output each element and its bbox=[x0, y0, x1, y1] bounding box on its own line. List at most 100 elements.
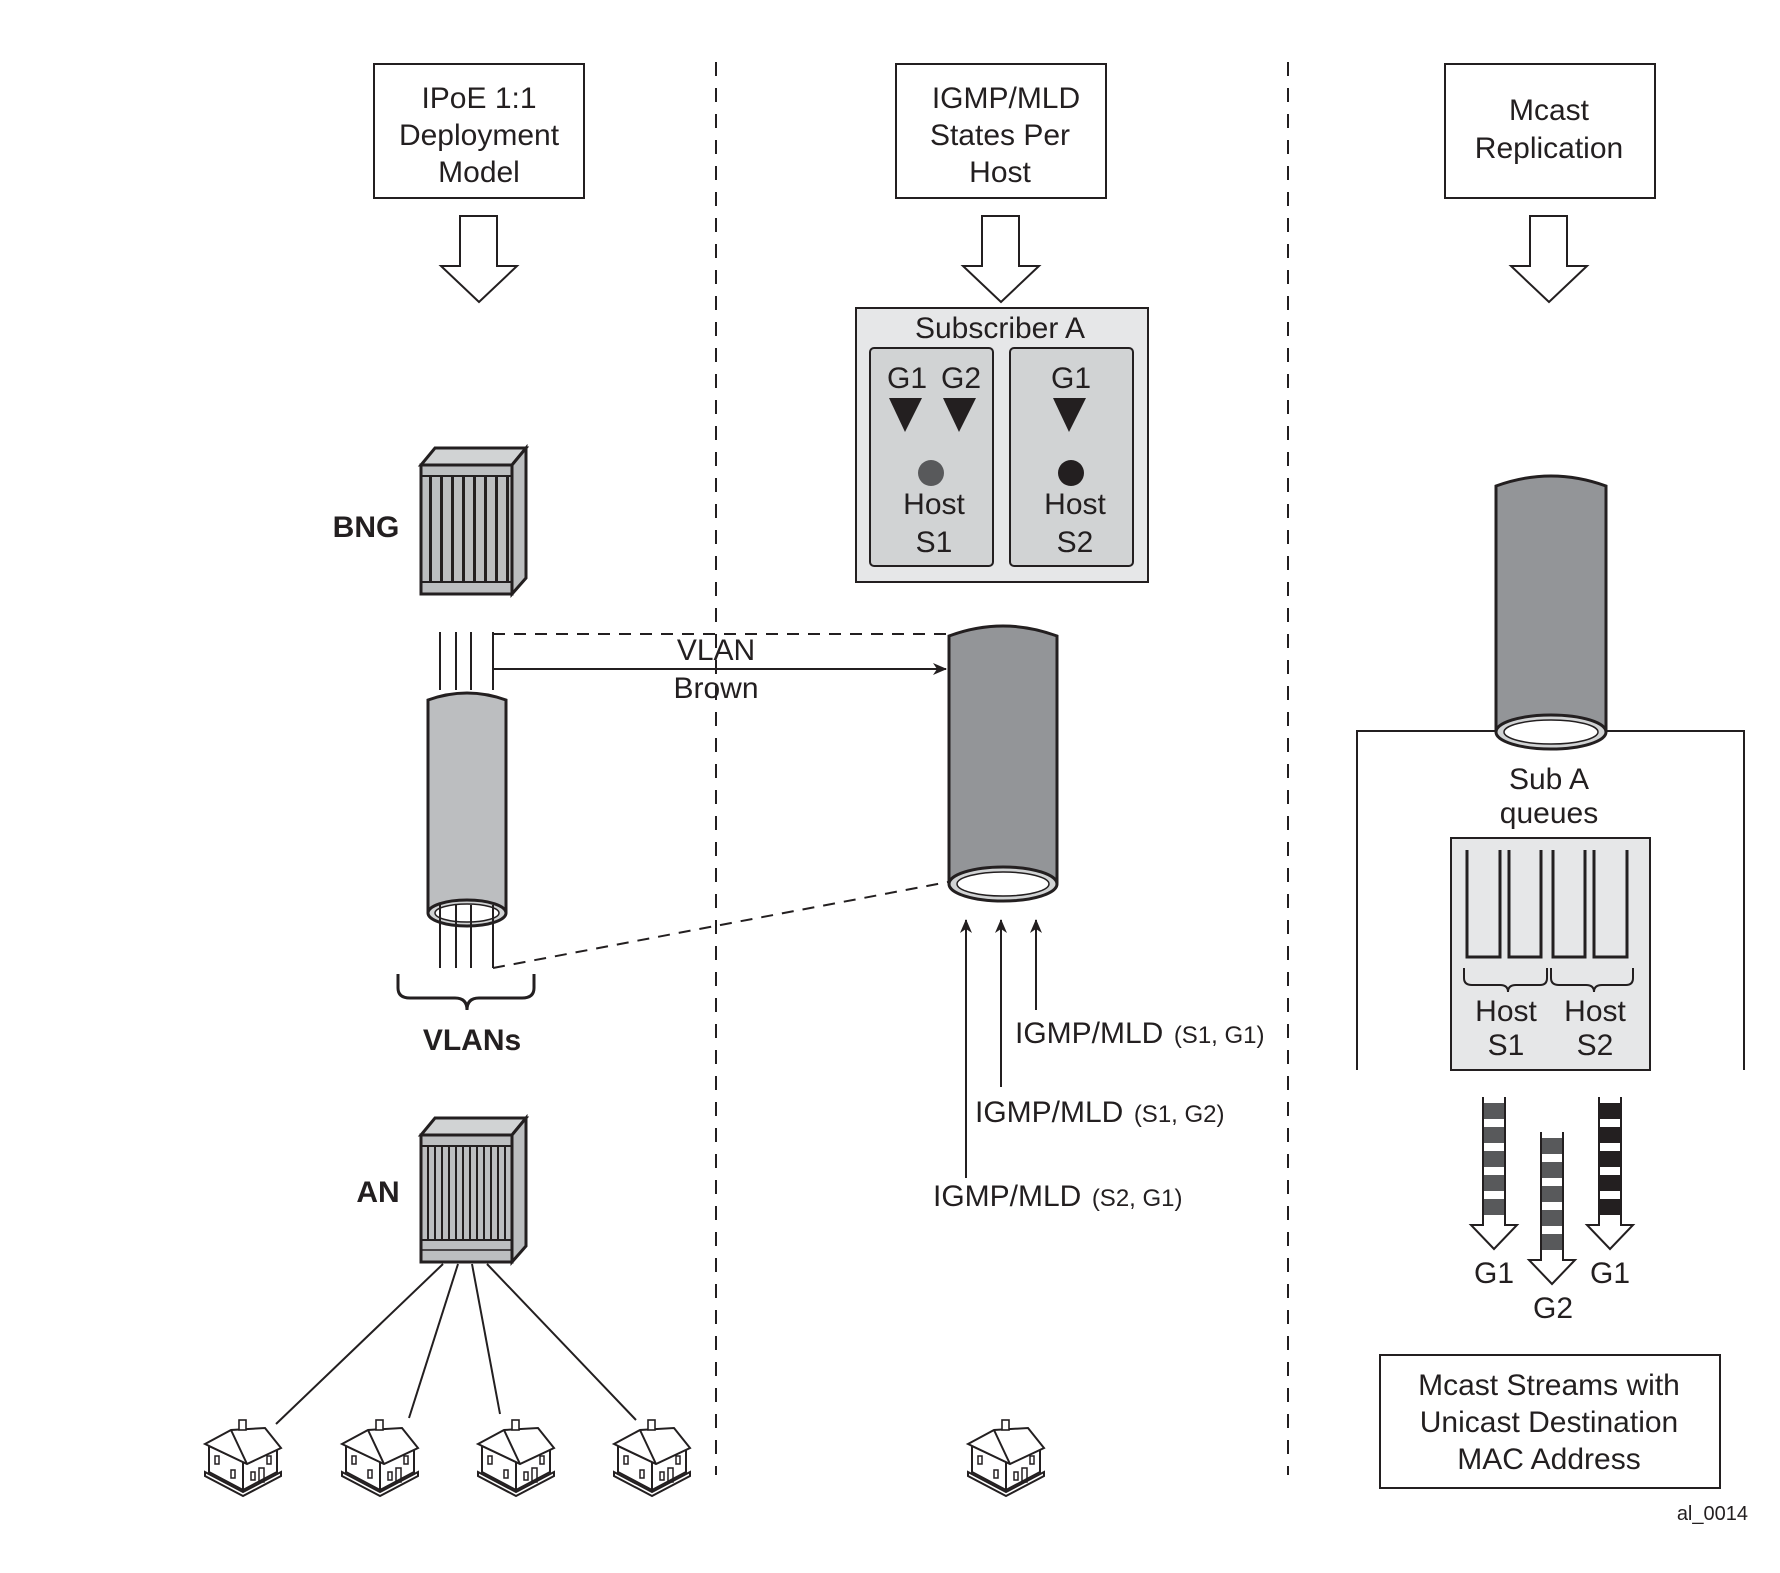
stream-arrow-icon bbox=[1584, 1097, 1636, 1251]
queues-enclosure bbox=[1356, 730, 1745, 1070]
stream-arrow-outline bbox=[1468, 1097, 1520, 1251]
mcast-streams bbox=[1468, 1097, 1636, 1286]
stream-packet bbox=[1599, 1151, 1621, 1167]
stream-arrow-icon bbox=[1468, 1097, 1520, 1251]
an-label: AN bbox=[356, 1176, 399, 1209]
bng-label: BNG bbox=[333, 511, 400, 544]
igmp-report-s2-g1: IGMP/MLD (S2, G1) bbox=[933, 1180, 1183, 1213]
host-s1-group-2: G2 bbox=[941, 362, 981, 395]
vlan-tunnel-cylinder bbox=[426, 691, 508, 928]
subscriber-tunnel-cylinder bbox=[947, 624, 1059, 903]
stream-packet bbox=[1541, 1162, 1563, 1178]
ipoe-title-line-2: Deployment bbox=[399, 119, 560, 152]
access-node-icon bbox=[417, 1113, 530, 1266]
mcast-title-line-2: Replication bbox=[1475, 132, 1623, 165]
report-args: (S1, G1) bbox=[1174, 1022, 1265, 1049]
queue-buckets bbox=[1465, 850, 1629, 959]
queue-host-s1-label-2: S1 bbox=[1488, 1029, 1525, 1062]
report-args: (S1, G2) bbox=[1134, 1101, 1225, 1128]
host-s2-label-1: Host bbox=[1044, 488, 1106, 521]
igmp-report-s1-g2: IGMP/MLD (S1, G2) bbox=[975, 1096, 1225, 1129]
stream-packet bbox=[1483, 1151, 1505, 1167]
stream-packet bbox=[1599, 1199, 1621, 1215]
host-s2-queues-brace bbox=[1550, 968, 1634, 993]
igmp-report-s1-g1: IGMP/MLD (S1, G1) bbox=[1015, 1017, 1265, 1050]
queues-label-1: Sub A bbox=[1509, 763, 1589, 796]
host-s2-label-2: S2 bbox=[1057, 526, 1094, 559]
stream-arrow-icon bbox=[1526, 1132, 1578, 1286]
ipoe-title-box bbox=[373, 63, 585, 199]
host-s1-queues-brace bbox=[1463, 968, 1548, 993]
mcast-title-line-1: Mcast bbox=[1509, 94, 1590, 127]
stream-label-g1-s2: G1 bbox=[1590, 1257, 1630, 1290]
queue-host-s2-label-1: Host bbox=[1564, 995, 1626, 1028]
queue-icon bbox=[1592, 850, 1629, 959]
stream-label-g1-s1: G1 bbox=[1474, 1257, 1514, 1290]
access-links bbox=[275, 1263, 637, 1425]
vlan-brown-label-2: Brown bbox=[673, 672, 758, 705]
mcast-title-box bbox=[1444, 63, 1656, 199]
down-arrow-icon bbox=[1508, 215, 1590, 304]
host-s2-group-1: G1 bbox=[1051, 362, 1091, 395]
vlan-wires-bottom bbox=[439, 905, 494, 968]
stream-packet bbox=[1541, 1210, 1563, 1226]
ipoe-title-line-3: Model bbox=[438, 156, 520, 189]
mcast-tunnel-cylinder bbox=[1494, 474, 1608, 751]
join-triangle-icon bbox=[943, 398, 976, 432]
figure-id: al_0014 bbox=[1677, 1503, 1748, 1525]
queues-label-2: queues bbox=[1500, 797, 1598, 830]
report-main: IGMP/MLD bbox=[933, 1180, 1081, 1213]
join-triangle-icon bbox=[889, 398, 922, 432]
host-s2-panel bbox=[1009, 347, 1134, 567]
column-ipoe: IPoE 1:1 Deployment Model BNG bbox=[204, 63, 949, 1497]
stream-packet bbox=[1483, 1103, 1505, 1119]
igmp-title-line-2: States Per bbox=[930, 119, 1070, 152]
subscriber-a-title: Subscriber A bbox=[915, 312, 1085, 345]
column-mcast: Mcast Replication Sub A queues Host S1 H… bbox=[1356, 63, 1745, 1489]
stream-packet bbox=[1541, 1138, 1563, 1154]
stream-packet bbox=[1599, 1127, 1621, 1143]
host-s1-label-2: S1 bbox=[916, 526, 953, 559]
host-s1-group-1: G1 bbox=[887, 362, 927, 395]
join-triangle-icon bbox=[1053, 398, 1086, 432]
igmp-title-line-3: Host bbox=[969, 156, 1031, 189]
vlan-brown-label-1: VLAN bbox=[677, 634, 755, 667]
stream-packet bbox=[1599, 1103, 1621, 1119]
vlans-brace bbox=[396, 974, 536, 1011]
note-line-2: Unicast Destination bbox=[1420, 1406, 1678, 1439]
host-s2-dot bbox=[1058, 460, 1084, 486]
stream-packet bbox=[1483, 1127, 1505, 1143]
report-main: IGMP/MLD bbox=[1015, 1017, 1163, 1050]
stream-packet bbox=[1599, 1175, 1621, 1191]
vlan-brown-dashed-bottom bbox=[492, 881, 949, 969]
house-icon bbox=[204, 1419, 282, 1497]
house-icon bbox=[967, 1419, 1045, 1497]
bng-router-icon bbox=[417, 443, 530, 598]
house-icon bbox=[477, 1419, 555, 1497]
down-arrow-icon bbox=[960, 215, 1042, 304]
stream-packet bbox=[1541, 1186, 1563, 1202]
igmp-title-line-1: IGMP/MLD bbox=[932, 82, 1080, 115]
vlans-label: VLANs bbox=[423, 1024, 521, 1057]
queue-icon bbox=[1465, 850, 1502, 959]
stream-arrow-outline bbox=[1526, 1132, 1578, 1286]
stream-packet bbox=[1541, 1234, 1563, 1250]
stream-packet bbox=[1483, 1199, 1505, 1215]
stream-arrow-outline bbox=[1584, 1097, 1636, 1251]
queue-host-s1-label-1: Host bbox=[1475, 995, 1537, 1028]
ipoe-title-line-1: IPoE 1:1 bbox=[421, 82, 536, 115]
house-icon bbox=[613, 1419, 691, 1497]
note-line-1: Mcast Streams with bbox=[1418, 1369, 1680, 1402]
stream-packet bbox=[1483, 1175, 1505, 1191]
host-s1-dot bbox=[918, 460, 944, 486]
queue-host-s2-label-2: S2 bbox=[1577, 1029, 1614, 1062]
column-igmp: IGMP/MLD States Per Host Subscriber A G1… bbox=[855, 63, 1265, 1497]
report-main: IGMP/MLD bbox=[975, 1096, 1123, 1129]
queues-panel bbox=[1450, 837, 1651, 1071]
down-arrow-icon bbox=[438, 215, 520, 304]
house-icon bbox=[341, 1419, 419, 1497]
queue-icon bbox=[1507, 850, 1543, 959]
host-s1-label-1: Host bbox=[903, 488, 965, 521]
igmp-title-box bbox=[895, 63, 1107, 199]
